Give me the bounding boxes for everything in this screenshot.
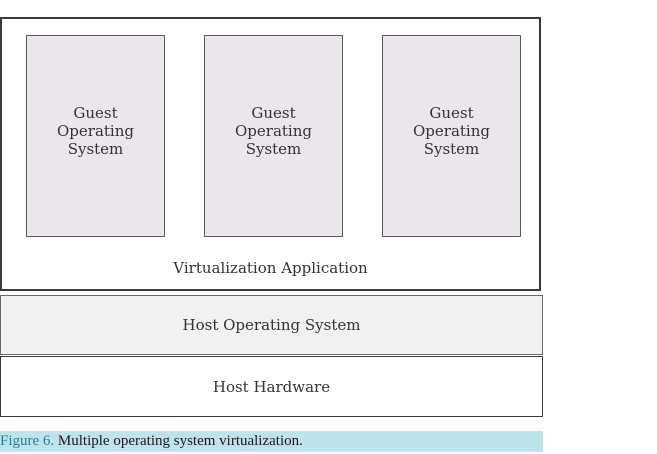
- host-hardware-layer: Host Hardware: [0, 356, 543, 417]
- host-hardware-label: Host Hardware: [212, 377, 331, 396]
- guest-os-3-line-1: Guest: [429, 104, 474, 122]
- guest-os-2-line-3: System: [245, 140, 302, 158]
- guest-os-box-1: Guest Operating System: [26, 35, 165, 237]
- guest-os-box-3: Guest Operating System: [382, 35, 521, 237]
- guest-os-2-line-2: Operating: [235, 122, 312, 140]
- virtualization-application-layer: Guest Operating System Guest Operating S…: [0, 17, 541, 291]
- guest-os-box-2: Guest Operating System: [204, 35, 343, 237]
- guest-os-3-line-2: Operating: [413, 122, 490, 140]
- figure-caption: Figure 6. Multiple operating system virt…: [0, 431, 543, 452]
- figure-caption-text: Multiple operating system virtualization…: [54, 433, 303, 449]
- guest-os-2-line-1: Guest: [251, 104, 296, 122]
- guest-os-1-line-1: Guest: [73, 104, 118, 122]
- host-os-label: Host Operating System: [182, 316, 361, 334]
- figure-number: Figure 6.: [0, 433, 55, 449]
- guest-os-1-line-2: Operating: [57, 122, 134, 140]
- host-operating-system-layer: Host Operating System: [0, 295, 543, 355]
- guest-os-1-line-3: System: [67, 140, 124, 158]
- virtualization-application-label: Virtualization Application: [173, 259, 368, 277]
- guest-os-3-line-3: System: [423, 140, 480, 158]
